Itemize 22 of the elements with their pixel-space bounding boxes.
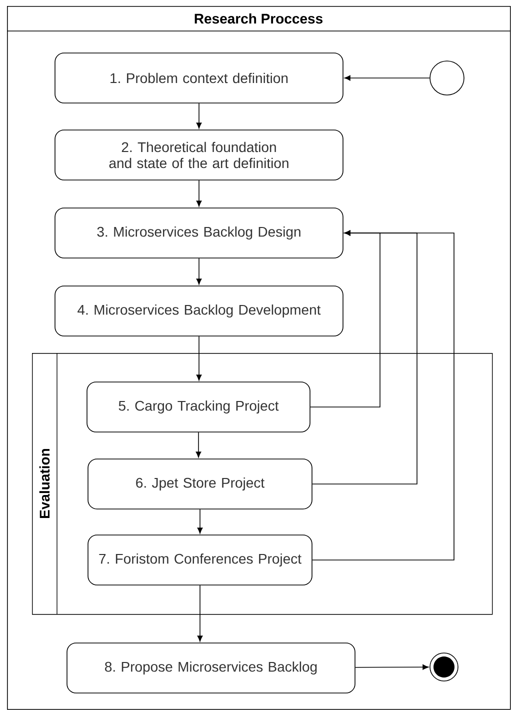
arrow (197, 509, 203, 534)
arrow (197, 585, 203, 642)
arrow (312, 230, 454, 560)
process-box: 8. Propose Microservices Backlog (66, 642, 356, 694)
process-box: 5. Cargo Tracking Project (86, 382, 310, 432)
process-box: 4. Microservices Backlog Development (54, 286, 344, 336)
process-box: 1. Problem context definition (54, 52, 344, 104)
arrow (355, 664, 429, 670)
arrow (196, 336, 202, 381)
arrow (196, 180, 202, 207)
arrow (196, 258, 202, 285)
process-box: 2. Theoretical foundation and state of the art definition (54, 130, 344, 180)
start-circle (430, 60, 464, 96)
arrow (196, 103, 202, 129)
pool-title: Research Proccess (194, 13, 322, 24)
arrow (344, 75, 430, 81)
arrow (196, 432, 202, 458)
lane-title: Evaluation (39, 448, 50, 518)
end-circle (430, 652, 458, 682)
process-box: 7. Foristom Conferences Project (88, 534, 312, 586)
process-box: 3. Microservices Backlog Design (54, 208, 344, 258)
process-box: 6. Jpet Store Project (88, 458, 312, 510)
